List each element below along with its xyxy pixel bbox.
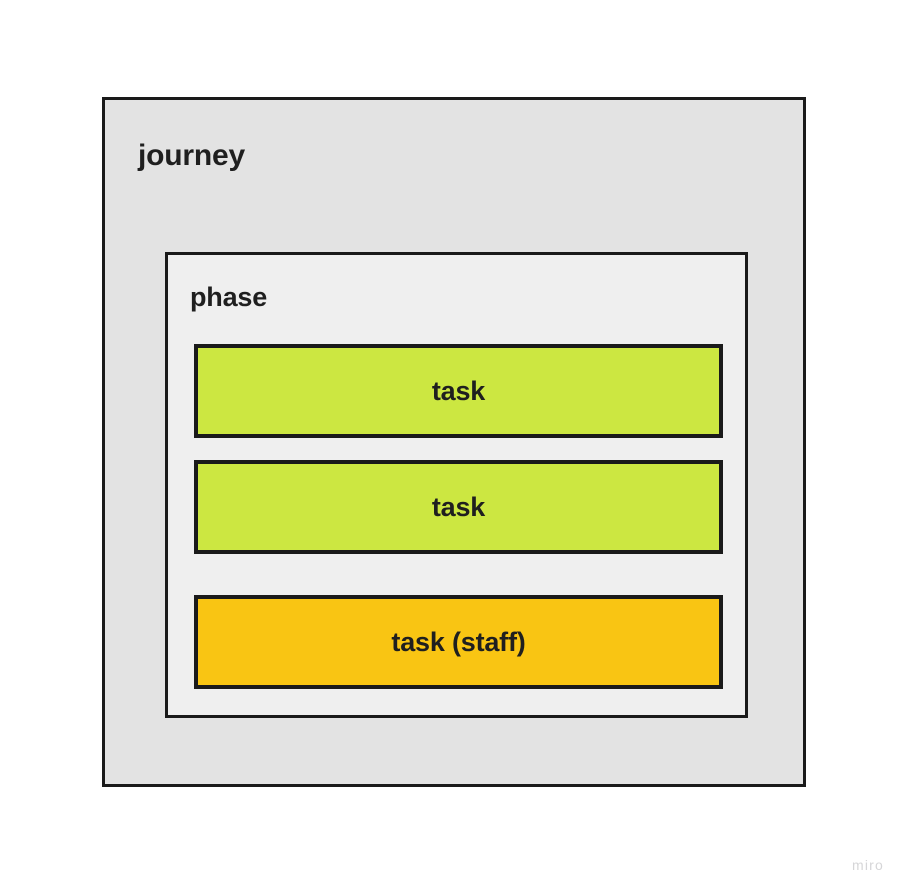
- task-staff-card-label: task (staff): [391, 626, 526, 657]
- phase-container[interactable]: phase task task task (staff): [165, 252, 748, 718]
- task-staff-card[interactable]: task (staff): [194, 595, 723, 689]
- task-card[interactable]: task: [194, 344, 723, 438]
- task-card-label: task: [431, 375, 486, 406]
- journey-label: journey: [138, 139, 245, 172]
- journey-container[interactable]: journey phase task task task (staff): [102, 97, 806, 787]
- task-card-label: task: [431, 491, 486, 522]
- miro-watermark: miro: [851, 857, 884, 873]
- phase-label: phase: [190, 282, 268, 312]
- task-list: task task task (staff): [194, 344, 723, 689]
- task-card[interactable]: task: [194, 460, 723, 554]
